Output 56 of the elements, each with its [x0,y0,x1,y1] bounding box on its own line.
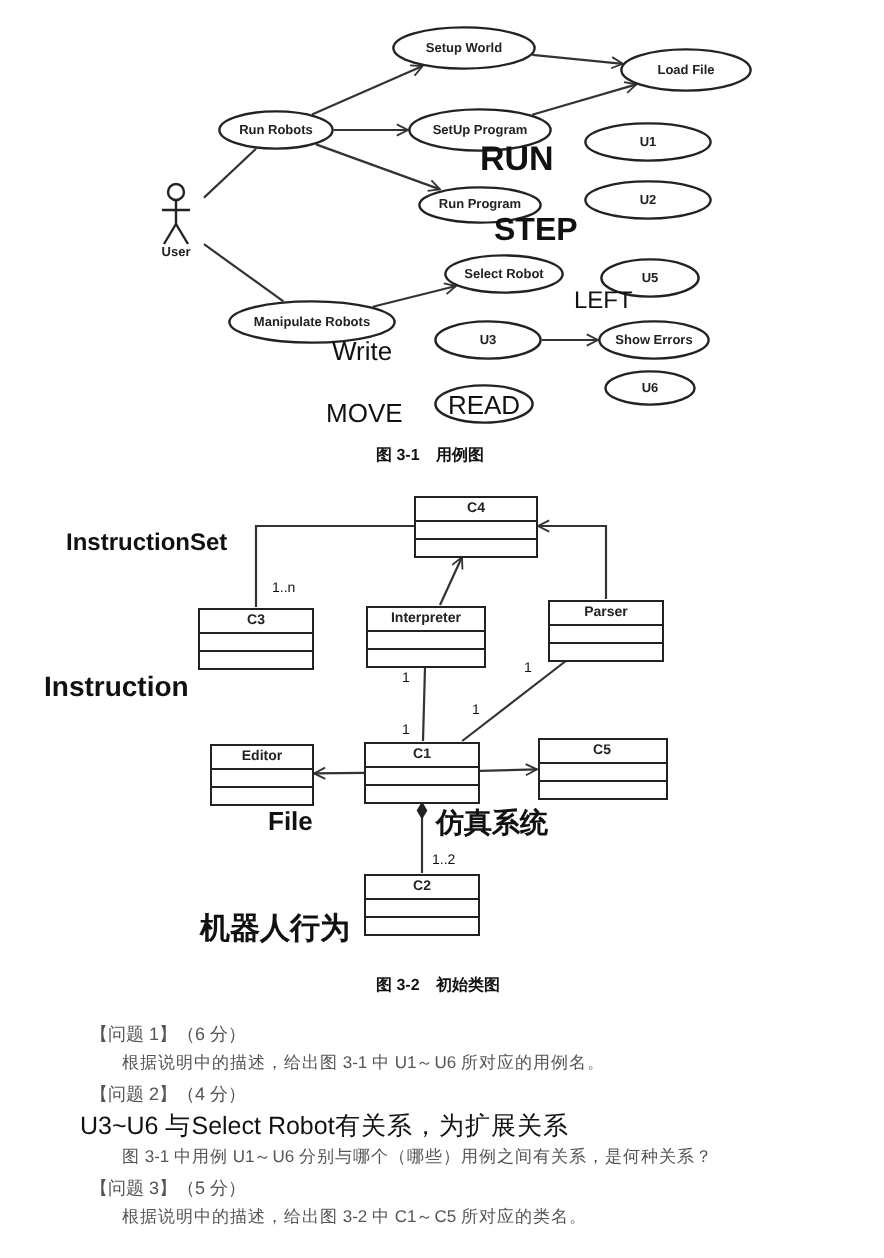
association-line [203,148,257,199]
answer-note: STEP [494,214,578,250]
class-box [364,873,480,935]
answer-note: LEFT [574,286,633,314]
arrow [542,333,599,347]
figure-caption: 图 3-2 初始类图 [376,974,500,996]
use-case-ellipse [620,48,752,92]
association-line [254,524,414,607]
use-case-ellipse [584,122,712,162]
use-case-ellipse [444,254,564,294]
arrow [334,123,409,137]
figure-caption: 图 3-1 用例图 [376,444,484,466]
use-case-ellipse [604,370,696,406]
class-box [548,599,664,661]
question-text: 图 3-1 中用例 U1～U6 分别与哪个（哪些）用例之间有关系，是何种关系？ [122,1146,713,1170]
answer-note: InstructionSet [66,528,228,556]
use-case-name: READ [447,389,521,419]
question-heading: 【问题 3】（5 分） [90,1176,247,1202]
use-case-ellipse [434,320,542,360]
class-box [364,741,480,803]
answer-note: MOVE [326,398,403,428]
association-line [461,660,567,742]
question-text: 根据说明中的描述，给出图 3-1 中 U1～U6 所对应的用例名。 [122,1052,605,1076]
arrow [532,53,624,70]
arrow [315,143,441,192]
use-case-ellipse [584,180,712,220]
answer-note: Write [332,336,393,366]
class-box [537,737,667,799]
class-box [198,607,314,669]
arrow [372,282,457,308]
arrow [313,766,364,780]
answer-note: Instruction [44,670,189,702]
aggregation-line [416,802,428,873]
use-case-ellipse [218,110,334,150]
class-box [414,495,538,557]
arrow [439,556,464,606]
answer-note: File [268,806,313,836]
use-case-ellipse [598,320,710,360]
association-line [421,666,427,742]
answer-note: U3~U6 与Select Robot有关系，为扩展关系 [80,1110,569,1144]
arrow [311,64,424,116]
arrow [479,763,538,777]
class-box [366,605,486,667]
use-case-ellipse [392,26,536,70]
class-box [210,743,314,805]
arrow [537,519,608,599]
answer-note: RUN [480,140,554,180]
use-case-ellipse [434,384,534,424]
use-case-ellipse [228,300,396,344]
arrow [531,81,638,116]
answer-note: 仿真系统 [436,806,548,842]
association-line [203,243,285,303]
question-heading: 【问题 1】（6 分） [90,1022,247,1048]
question-text: 根据说明中的描述，给出图 3-2 中 C1～C5 所对应的类名。 [122,1206,587,1230]
question-heading: 【问题 2】（4 分） [90,1082,247,1108]
answer-note: 机器人行为 [200,910,350,948]
